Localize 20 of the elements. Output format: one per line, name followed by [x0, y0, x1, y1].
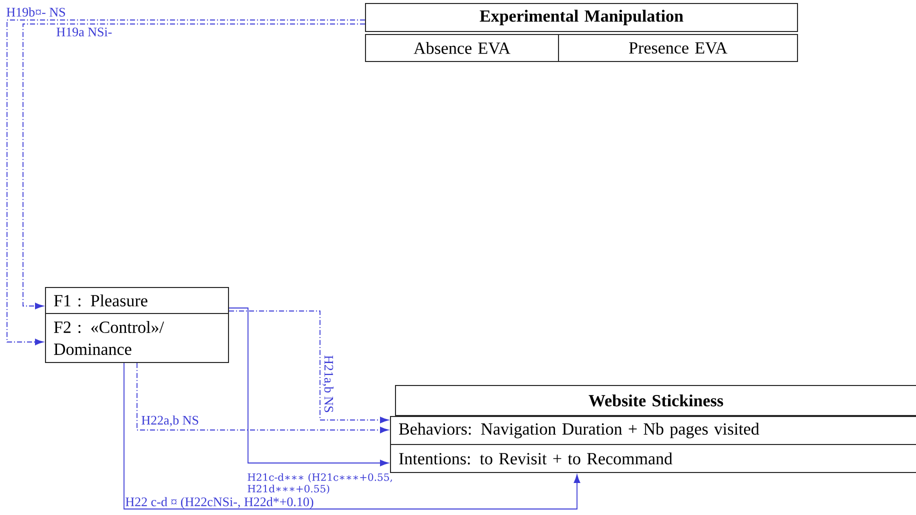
arrow: [136, 362, 388, 434]
edge-label: H19b¤- NS: [6, 7, 65, 17]
factor-box: Presence EVA: [558, 34, 798, 62]
factor-box: F2 : «Control»/ Dominance: [45, 313, 229, 363]
heading-box: Website Stickiness: [395, 385, 916, 416]
edge-label: H22a,b NS: [142, 416, 198, 427]
edge-label: H19a NSi-: [56, 28, 112, 36]
factor-box: Behaviors: Navigation Duration + Nb pages visited: [390, 416, 916, 445]
arrow: [228, 308, 388, 466]
factor-box: F1 : Pleasure: [45, 287, 229, 314]
arrow: [228, 310, 388, 424]
edge-label: H21c-d∗∗∗ (H21c∗∗∗+0.55, H21d∗∗∗+0.55): [248, 473, 392, 494]
edge-label: H22 c-d ¤ (H22cNSi-, H22d*+0.10): [126, 497, 314, 509]
edge-label: H21a,b NS: [322, 355, 334, 412]
arrow: [22, 24, 366, 310]
factor-box: Intentions: to Revisit + to Recommand: [390, 444, 916, 473]
arrow: [124, 362, 580, 510]
heading-box: Experimental Manipulation: [365, 3, 798, 32]
arrow: [6, 20, 366, 346]
factor-box: Absence EVA: [365, 34, 559, 62]
